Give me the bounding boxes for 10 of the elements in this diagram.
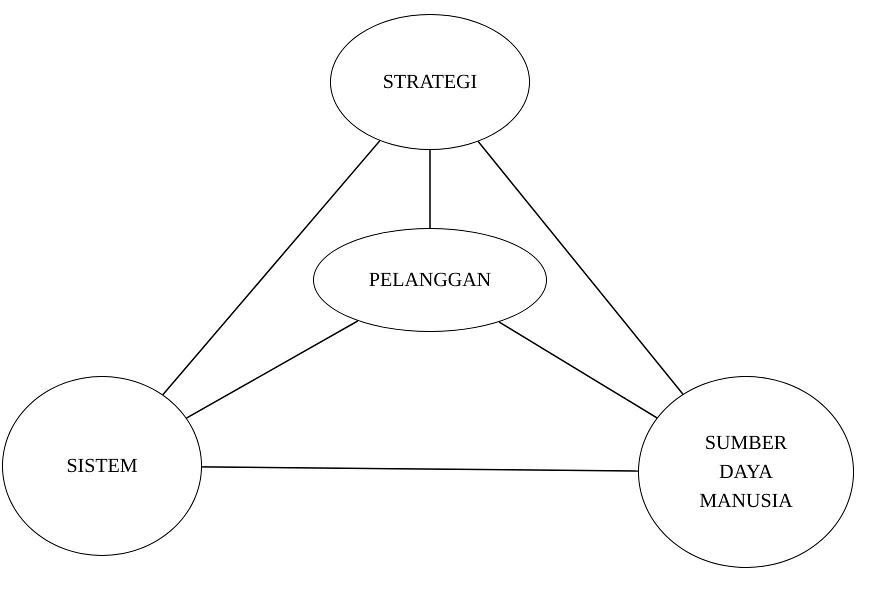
node-label: SISTEM (66, 454, 138, 478)
connector-line (429, 150, 431, 228)
connector-line (202, 466, 638, 472)
node-label: STRATEGI (382, 70, 478, 94)
connector-line (162, 140, 380, 396)
node-label: SUMBER DAYA MANUSIA (698, 430, 794, 514)
connector-line (478, 141, 684, 395)
connector-line (498, 321, 658, 418)
connector-line (186, 320, 358, 419)
node-label: PELANGGAN (368, 268, 492, 292)
